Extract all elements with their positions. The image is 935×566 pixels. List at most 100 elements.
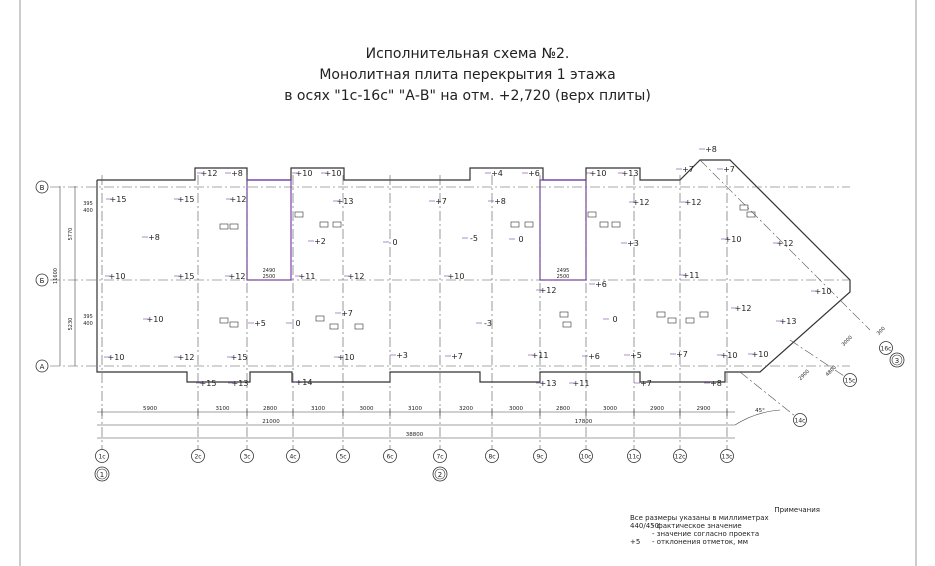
- axis-bubble: [191, 449, 205, 463]
- elevation-mark: +12: [685, 198, 702, 207]
- notes-line-1: Все размеры указаны в миллиметрах: [630, 514, 769, 522]
- section-circle-inner: [434, 468, 446, 480]
- axis-diag-label: 14с: [795, 418, 806, 425]
- elevation-mark: +8: [705, 145, 717, 154]
- angle-label: 45°: [755, 408, 765, 414]
- elevation-mark: +8: [494, 197, 506, 206]
- dimension-label: 38800: [406, 432, 424, 438]
- elevation-mark: +10: [325, 169, 342, 178]
- dimension-label: 400: [83, 321, 93, 327]
- notes-line-4: +5- отклонения отметок, мм: [630, 538, 930, 546]
- grid-diag-line: [699, 159, 871, 331]
- title-line-1: Исполнительная схема №2.: [365, 46, 570, 62]
- opening-marker: [587, 211, 597, 218]
- axis-number-label: 1с: [98, 454, 105, 461]
- axis-number-label: 10с: [581, 454, 592, 461]
- slab-outline: [96, 159, 851, 383]
- elevation-mark: +12: [735, 304, 752, 313]
- dimension-label: 17800: [575, 419, 593, 425]
- elevation-mark: +14: [296, 378, 313, 387]
- axis-number-label: 7с: [436, 454, 443, 461]
- axis-bubble: [720, 449, 734, 463]
- opening-marker: [229, 223, 239, 230]
- section-label: 2: [438, 471, 442, 479]
- elevation-mark: +15: [110, 195, 127, 204]
- elevation-mark: +15: [231, 353, 248, 362]
- axis-bubble: [286, 449, 300, 463]
- opening-marker: [294, 211, 304, 218]
- dimension-label: 3000: [360, 406, 374, 412]
- opening-marker: [559, 311, 569, 318]
- elevation-mark: +8: [231, 169, 243, 178]
- axis-number-label: 3с: [243, 454, 250, 461]
- elevation-mark: +13: [540, 379, 557, 388]
- elevation-mark: +10: [147, 315, 164, 324]
- opening-marker: [510, 221, 520, 228]
- dimension-label: 2900: [697, 406, 711, 412]
- dimension-label: 11600: [53, 268, 59, 284]
- axis-number-label: 5с: [339, 454, 346, 461]
- dimension-label: 3000: [509, 406, 523, 412]
- elevation-mark: +15: [200, 379, 217, 388]
- elevation-mark: +11: [683, 271, 700, 280]
- elevation-mark: 0: [295, 319, 300, 328]
- elevation-mark: +10: [590, 169, 607, 178]
- elevation-mark: +13: [232, 379, 249, 388]
- dimension-label: 2800: [263, 406, 277, 412]
- elevation-mark: +7: [435, 197, 447, 206]
- axis-number-label: 2с: [194, 454, 201, 461]
- elevation-mark: +8: [148, 233, 160, 242]
- elevation-mark: +10: [338, 353, 355, 362]
- section-label: 1: [100, 471, 104, 479]
- opening-marker: [315, 315, 325, 322]
- axis-number-label: 13с: [722, 454, 733, 461]
- opening-marker: [524, 221, 534, 228]
- elevation-mark: +13: [337, 197, 354, 206]
- opening-marker: [229, 321, 239, 328]
- grid-diag-line: [789, 339, 851, 381]
- axis-bubble: [673, 449, 687, 463]
- elevation-mark: +7: [676, 350, 688, 359]
- dimension-label: 2490: [263, 268, 276, 274]
- axis-bubble: [533, 449, 547, 463]
- opening-marker: [739, 204, 749, 211]
- elevation-mark: +12: [348, 272, 365, 281]
- elevation-mark: +5: [630, 351, 642, 360]
- axis-bubble: [843, 373, 857, 387]
- opening-marker: [332, 221, 342, 228]
- axis-bubble: [579, 449, 593, 463]
- dimension-label: 400: [83, 208, 93, 214]
- elevation-mark: +7: [341, 309, 353, 318]
- dimension-label: 3200: [459, 406, 473, 412]
- section-label: 3: [895, 357, 899, 365]
- elevation-mark: +15: [178, 195, 195, 204]
- dimension-label: 5900: [143, 406, 157, 412]
- elevation-mark: +2: [314, 237, 326, 246]
- dimension-label: 2500: [557, 274, 570, 280]
- elevation-mark: +6: [595, 280, 607, 289]
- dimension-label: 2900: [650, 406, 664, 412]
- opening-marker: [219, 317, 229, 324]
- opening-marker: [685, 317, 695, 324]
- notes-heading: Примечания: [774, 506, 820, 514]
- elevation-mark: 0: [518, 235, 523, 244]
- opening-marker: [562, 321, 572, 328]
- dimension-label: 395: [83, 314, 93, 320]
- axis-bubble: [485, 449, 499, 463]
- elevation-mark: +13: [622, 169, 639, 178]
- elevation-mark: +10: [752, 350, 769, 359]
- dimension-lines: [59, 186, 781, 439]
- axis-bubble: [433, 449, 447, 463]
- notes-line-2: 440/450- фактическое значение: [630, 522, 930, 530]
- elevation-mark: +5: [254, 319, 266, 328]
- opening-marker: [746, 211, 756, 218]
- dimension-label: 2900: [798, 369, 811, 382]
- elevation-mark: +12: [777, 239, 794, 248]
- axis-bubble: [627, 449, 641, 463]
- axis-number-label: 12с: [675, 454, 686, 461]
- axis-letter-label: А: [40, 363, 45, 371]
- notes-sym-2: 440/450: [630, 522, 660, 530]
- elevation-mark: +3: [627, 239, 639, 248]
- axis-number-label: 11с: [629, 454, 640, 461]
